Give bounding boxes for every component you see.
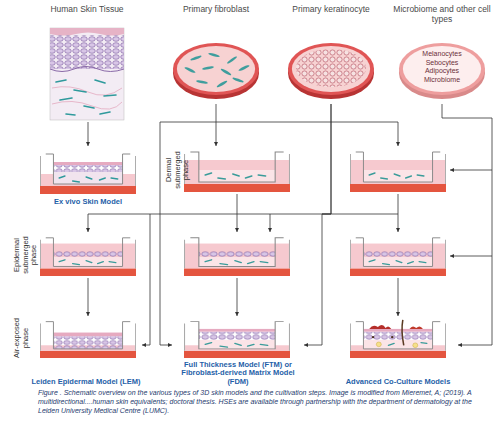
- item-list: MelanocytesSebocytesAdipocytesMicrobiome: [390, 50, 494, 84]
- tissue-sample: Human Skin Tissue: [44, 4, 130, 122]
- figure-caption: Figure . Schematic overview on the vario…: [38, 388, 494, 415]
- culture-dish: Primary keratinocyte: [278, 4, 384, 104]
- flow-arrow: [160, 104, 216, 345]
- culture-well: Ex vivo Skin Model: [36, 146, 140, 206]
- culture-well: Full Thickness Model (FTM) or Fibroblast…: [172, 316, 304, 386]
- cell-type: Adipocytes: [390, 67, 494, 76]
- model-name: Advanced Co-Culture Models: [338, 378, 458, 387]
- culture-dish: MelanocytesSebocytesAdipocytesMicrobiome…: [390, 4, 494, 104]
- flow-arrow: [442, 104, 492, 345]
- phase-label: Air-exposed phase: [13, 310, 31, 366]
- phase-label: Dermal submerged phase: [165, 140, 183, 200]
- model-name: Ex vivo Skin Model: [36, 198, 140, 207]
- flow-arrow: [88, 122, 89, 146]
- flow-arrow: [304, 104, 331, 345]
- cell-type: Melanocytes: [390, 50, 494, 59]
- node-heading: Primary keratinocyte: [278, 4, 384, 14]
- cell-type: Microbiome: [390, 76, 494, 85]
- culture-well: Advanced Co-Culture Models: [338, 316, 458, 386]
- node-heading: Human Skin Tissue: [44, 4, 130, 14]
- flow-arrow: [142, 104, 331, 345]
- model-name: Full Thickness Model (FTM) or Fibroblast…: [172, 361, 304, 387]
- culture-dish: Primary fibroblast: [160, 4, 272, 104]
- cell-type: Sebocytes: [390, 59, 494, 68]
- phase-label: Epidermal submerged phase: [13, 225, 31, 285]
- node-heading: Microbiome and other cell types: [390, 4, 494, 24]
- model-name: Leiden Epidermal Model (LEM): [30, 378, 142, 387]
- node-heading: Primary fibroblast: [160, 4, 272, 14]
- culture-well: Leiden Epidermal Model (LEM): [30, 316, 142, 386]
